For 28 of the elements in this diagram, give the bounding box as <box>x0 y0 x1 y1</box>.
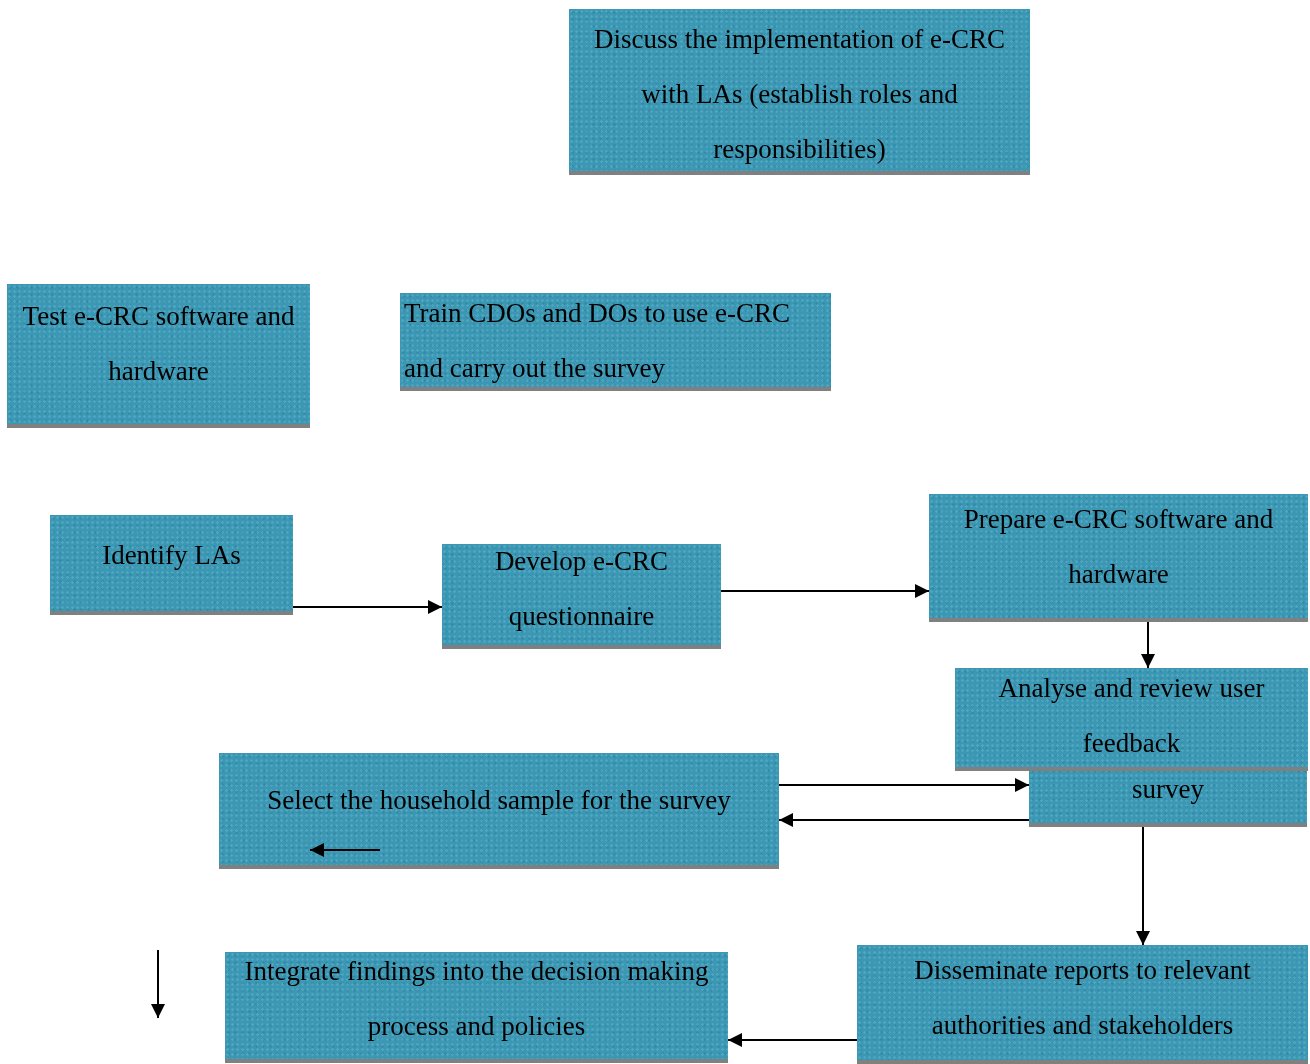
arrow <box>292 600 443 614</box>
step-text: Identify LAs <box>101 539 242 572</box>
step-text: Test e-CRC software and hardware <box>21 300 296 388</box>
arrow <box>1141 621 1155 669</box>
process-box <box>442 544 721 649</box>
step-text: Prepare e-CRC software and hardware <box>962 503 1275 591</box>
process-box <box>7 284 310 428</box>
arrow <box>778 778 1030 792</box>
process-box <box>955 668 1308 771</box>
arrow <box>727 1033 858 1047</box>
step-text: Develop e-CRC questionnaire <box>493 545 670 633</box>
step-text: Disseminate reports to relevant authorities and stakeholders <box>913 954 1252 1042</box>
step-text: Discuss the implementation of e-CRC with LAs (establish roles and responsibilities) <box>593 23 1006 166</box>
process-box <box>225 952 728 1063</box>
process-box <box>929 494 1308 622</box>
process-box <box>400 293 831 391</box>
process-box <box>569 9 1030 175</box>
arrow <box>720 584 930 598</box>
step-text: survey <box>1131 773 1205 806</box>
arrow <box>778 813 1030 827</box>
process-box <box>1029 768 1307 827</box>
arrow <box>1136 826 1150 946</box>
process-box <box>857 945 1308 1064</box>
step-text: Integrate findings into the decision making process and policies <box>243 955 710 1043</box>
step-text: Train CDOs and DOs to use e-CRC and carry out the survey <box>403 297 791 385</box>
process-box <box>219 753 779 869</box>
process-box <box>50 515 293 615</box>
step-text: Select the household sample for the survey <box>266 784 732 817</box>
